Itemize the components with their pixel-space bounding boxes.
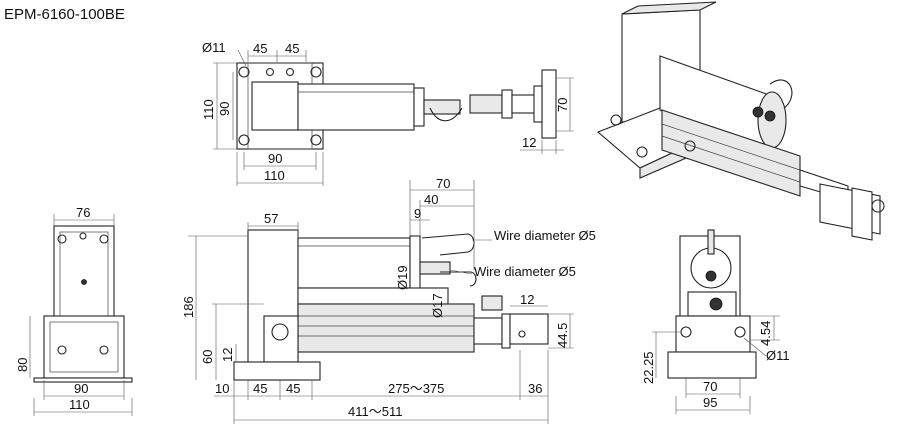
right-dim-70: 70 bbox=[703, 379, 717, 394]
front-dim-40: 40 bbox=[424, 192, 438, 207]
front-dim-45-right: 45 bbox=[286, 381, 300, 396]
top-hole-small bbox=[265, 67, 275, 77]
front-dim-9: 9 bbox=[414, 206, 421, 221]
top-hole bbox=[238, 134, 250, 146]
wire-label-2: Wire diameter Ø5 bbox=[474, 264, 576, 279]
iso-cable bbox=[769, 79, 793, 109]
front-dim-45-left: 45 bbox=[253, 381, 267, 396]
left-hole bbox=[57, 345, 67, 355]
right-dim-22-25: 22.25 bbox=[641, 351, 656, 384]
front-connector bbox=[419, 261, 451, 275]
left-dim-80: 80 bbox=[15, 358, 30, 372]
front-dim-44-5: 44.5 bbox=[555, 323, 570, 348]
isometric-view bbox=[596, 1, 885, 241]
front-dim-60: 60 bbox=[200, 350, 215, 364]
top-connector bbox=[423, 99, 461, 115]
right-hole bbox=[734, 326, 746, 338]
wire-label-1: Wire diameter Ø5 bbox=[494, 228, 596, 243]
front-dim-12-vertical: 12 bbox=[220, 348, 235, 362]
front-dim-186: 186 bbox=[181, 296, 196, 318]
right-dim-d11: Ø11 bbox=[766, 348, 790, 363]
front-dim-d17: Ø17 bbox=[430, 293, 445, 318]
top-view: Ø11 45 45 110 90 90 110 70 12 bbox=[201, 40, 574, 186]
front-rod-connector bbox=[481, 295, 503, 311]
top-hole bbox=[238, 66, 250, 78]
top-hole bbox=[310, 134, 322, 146]
top-motor-body bbox=[297, 83, 415, 131]
front-wire-2 bbox=[440, 271, 477, 287]
front-dim-d19: Ø19 bbox=[395, 265, 410, 290]
left-dim-110: 110 bbox=[69, 397, 90, 412]
front-view: 70 40 9 57 186 60 12 Ø19 Ø17 12 44.5 10 … bbox=[181, 176, 596, 424]
front-clevis bbox=[509, 313, 549, 345]
right-base-block bbox=[675, 315, 751, 353]
front-dim-57: 57 bbox=[264, 211, 278, 226]
iso-rail bbox=[661, 109, 801, 197]
dim-45-left: 45 bbox=[253, 41, 267, 56]
right-hole bbox=[680, 326, 692, 338]
front-dim-10: 10 bbox=[215, 381, 229, 396]
front-dim-12: 12 bbox=[520, 292, 534, 307]
left-hole bbox=[99, 234, 109, 244]
dim-12: 12 bbox=[522, 135, 536, 150]
front-base-plate bbox=[233, 361, 321, 381]
right-dim-95: 95 bbox=[703, 395, 717, 410]
front-mount-hole bbox=[271, 323, 289, 341]
right-cable bbox=[707, 229, 715, 255]
dim-45-right: 45 bbox=[285, 41, 299, 56]
front-motor-body bbox=[297, 237, 411, 289]
left-base-block bbox=[43, 315, 125, 379]
dim-90-horizontal: 90 bbox=[268, 151, 282, 166]
right-view: 4.54 Ø11 22.25 70 95 bbox=[641, 229, 790, 414]
front-dim-70: 70 bbox=[436, 176, 450, 191]
dim-110-vertical: 110 bbox=[201, 99, 216, 120]
dim-90-vertical: 90 bbox=[217, 102, 232, 116]
model-title: EPM-6160-100BE bbox=[4, 6, 125, 23]
left-hole bbox=[99, 345, 109, 355]
front-motor-cap bbox=[409, 235, 421, 291]
left-dim-90: 90 bbox=[74, 381, 88, 396]
top-wire bbox=[429, 107, 463, 122]
top-hole-small bbox=[285, 67, 295, 77]
top-clevis-plate bbox=[541, 69, 557, 139]
left-dim-76: 76 bbox=[76, 205, 90, 220]
right-dim-4-54: 4.54 bbox=[758, 321, 773, 346]
front-dim-total: 411～511 bbox=[348, 404, 402, 419]
front-rod bbox=[473, 317, 503, 345]
front-actuator-body bbox=[297, 303, 475, 353]
top-hole bbox=[310, 66, 322, 78]
left-hole bbox=[57, 234, 67, 244]
left-view: 76 80 90 110 bbox=[15, 205, 133, 416]
right-base-plate bbox=[667, 351, 757, 379]
dim-110-horizontal: 110 bbox=[264, 168, 285, 183]
dim-hole-diameter: Ø11 bbox=[202, 40, 226, 55]
front-wire-1 bbox=[421, 233, 475, 256]
top-motor-cap bbox=[413, 87, 425, 127]
top-bracket bbox=[251, 81, 299, 131]
right-connector bbox=[709, 297, 723, 311]
front-upper-rail bbox=[297, 287, 449, 305]
front-dim-stroke: 275～375 bbox=[388, 381, 444, 396]
top-rod-end bbox=[469, 94, 503, 114]
front-dim-36: 36 bbox=[528, 381, 542, 396]
dim-70-vertical: 70 bbox=[555, 98, 570, 112]
front-mount-block bbox=[263, 315, 299, 363]
